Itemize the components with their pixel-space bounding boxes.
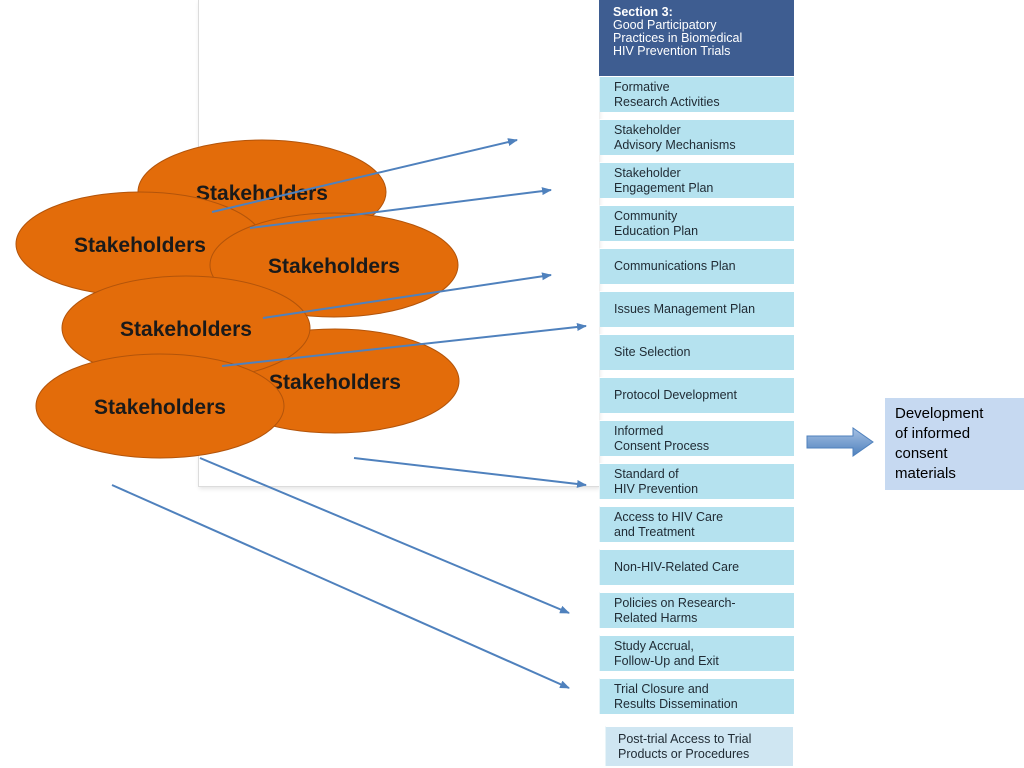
menu-item-issues-management[interactable]: Issues Management Plan	[599, 291, 794, 327]
stakeholder-oval-2: Stakeholders	[15, 191, 265, 297]
stakeholder-label: Stakeholders	[268, 255, 400, 278]
menu-item-formative-research[interactable]: Formative Research Activities	[599, 76, 794, 112]
menu-item-communications-plan[interactable]: Communications Plan	[599, 248, 794, 284]
stakeholder-oval-5: Stakeholders	[61, 275, 311, 381]
menu-item-post-trial-access[interactable]: Post-trial Access to Trial Products or P…	[605, 726, 793, 766]
section-header: Section 3: Good Participatory Practices …	[599, 0, 794, 76]
stakeholder-label: Stakeholders	[120, 318, 252, 341]
block-arrow	[806, 427, 874, 457]
stakeholder-label: Stakeholders	[74, 234, 206, 257]
stakeholder-label: Stakeholders	[94, 396, 226, 419]
menu-item-engagement-plan[interactable]: Stakeholder Engagement Plan	[599, 162, 794, 198]
arrow-to-site	[221, 323, 587, 367]
arrow-to-standard	[353, 457, 587, 488]
arrow-to-advisory	[211, 138, 518, 213]
stakeholder-label: Stakeholders	[196, 182, 328, 205]
menu-item-standard-of-prevention[interactable]: Standard of HIV Prevention	[599, 463, 794, 499]
menu-item-site-selection[interactable]: Site Selection	[599, 334, 794, 370]
section-title: Good Participatory Practices in Biomedic…	[613, 18, 743, 58]
menu-item-research-harms[interactable]: Policies on Research- Related Harms	[599, 592, 794, 628]
menu-item-study-accrual[interactable]: Study Accrual, Follow-Up and Exit	[599, 635, 794, 671]
arrow-to-engagement	[249, 187, 552, 229]
menu-item-access-to-care[interactable]: Access to HIV Care and Treatment	[599, 506, 794, 542]
menu-item-informed-consent[interactable]: Informed Consent Process	[599, 420, 794, 456]
stakeholder-oval-6: Stakeholders	[35, 353, 285, 459]
menu-item-non-hiv-care[interactable]: Non-HIV-Related Care	[599, 549, 794, 585]
menu-item-trial-closure[interactable]: Trial Closure and Results Dissemination	[599, 678, 794, 714]
section-label: Section 3:	[613, 5, 673, 19]
arrow-to-closure	[111, 484, 570, 689]
menu-item-education-plan[interactable]: Community Education Plan	[599, 205, 794, 241]
menu-item-protocol-development[interactable]: Protocol Development	[599, 377, 794, 413]
arrow-to-harms	[199, 457, 570, 614]
stakeholder-label: Stakeholders	[269, 371, 401, 394]
arrow-to-issues	[262, 272, 552, 319]
menu-item-advisory-mechanisms[interactable]: Stakeholder Advisory Mechanisms	[599, 119, 794, 155]
callout-box: Development of informed consent material…	[885, 398, 1024, 490]
